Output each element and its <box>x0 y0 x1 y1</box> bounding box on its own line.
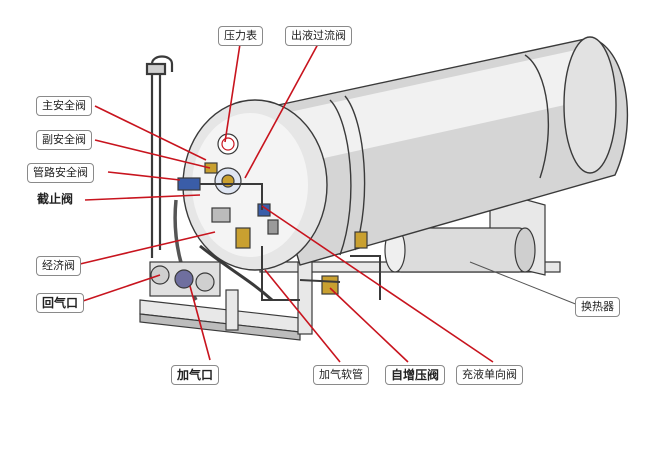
leader-main-safety-valve <box>94 105 207 161</box>
label-secondary-safety-valve: 副安全阀 <box>36 130 92 150</box>
leader-liquid-check-valve <box>261 205 494 363</box>
leader-self-pressurizing-valve <box>329 287 409 363</box>
leader-filling-hose <box>264 269 341 363</box>
leader-pipeline-safety-valve <box>107 171 181 181</box>
label-overflow-valve: 出液过流阀 <box>285 26 352 46</box>
port-block <box>149 261 221 297</box>
leader-economizer-valve <box>79 231 216 265</box>
tank-body <box>254 36 629 266</box>
leader-pressure-gauge <box>224 43 241 143</box>
label-filling-hose: 加气软管 <box>313 365 369 385</box>
label-economizer-valve: 经济阀 <box>36 256 81 276</box>
leader-shutoff-valve <box>84 194 201 201</box>
label-pipeline-safety-valve: 管路安全阀 <box>27 163 94 183</box>
leader-return-gas-port <box>79 274 161 303</box>
label-return-gas-port: 回气口 <box>36 293 85 313</box>
leader-overflow-valve <box>244 43 319 179</box>
leader-heat-exchanger <box>469 261 579 306</box>
leader-filling-port <box>189 285 211 361</box>
label-self-pressurizing-valve: 自增压阀 <box>385 365 446 385</box>
label-filling-port: 加气口 <box>171 365 220 385</box>
leader-lines <box>79 43 579 363</box>
label-liquid-check-valve: 充液单向阀 <box>456 365 523 385</box>
vent-pipe <box>145 55 174 258</box>
leader-secondary-safety-valve <box>94 139 211 169</box>
label-heat-exchanger: 换热器 <box>575 297 620 317</box>
label-shutoff-valve: 截止阀 <box>37 192 74 206</box>
label-pressure-gauge: 压力表 <box>218 26 263 46</box>
label-main-safety-valve: 主安全阀 <box>36 96 92 116</box>
